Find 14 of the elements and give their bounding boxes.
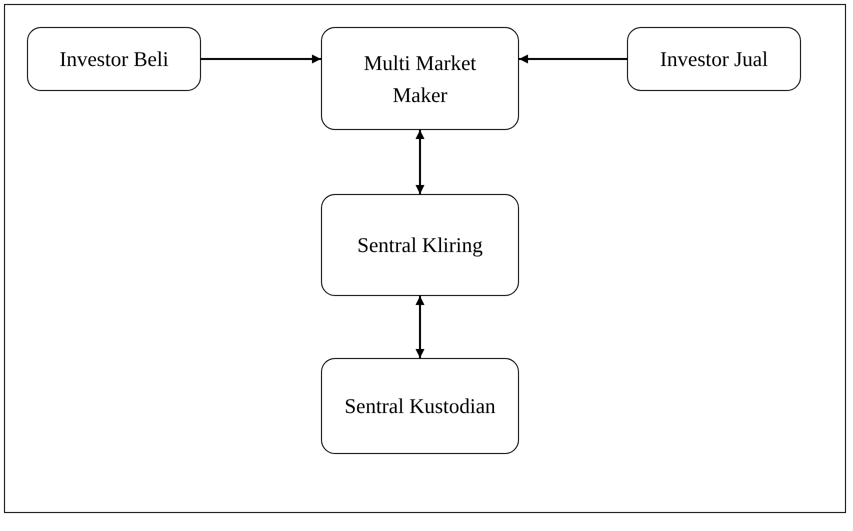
arrow	[201, 54, 321, 64]
arrow	[519, 54, 627, 64]
box-label: Investor Jual	[660, 46, 768, 73]
box-label: Sentral Kustodian	[344, 393, 496, 420]
process-box	[627, 27, 801, 91]
box-label: Sentral Kliring	[357, 232, 483, 259]
box-label: Investor Beli	[59, 46, 169, 73]
box-label: Multi Market Maker	[362, 50, 478, 108]
arrow	[416, 296, 424, 358]
process-box	[321, 194, 519, 296]
process-box	[321, 27, 519, 130]
process-box	[27, 27, 201, 91]
arrow	[416, 130, 424, 194]
process-box	[321, 358, 519, 454]
